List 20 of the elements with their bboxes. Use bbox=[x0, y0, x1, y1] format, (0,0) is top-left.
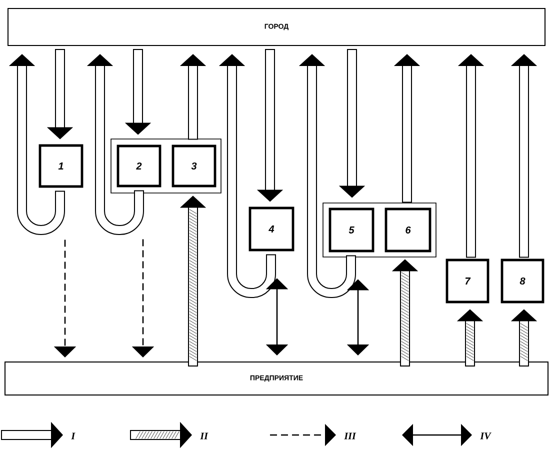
numbered-box: 4 bbox=[248, 206, 294, 252]
hollow-arrow bbox=[8, 54, 65, 235]
hollow-arrow bbox=[218, 54, 276, 298]
group-frame bbox=[110, 138, 222, 194]
legend-label: III bbox=[344, 432, 356, 440]
numbered-box: 7 bbox=[446, 258, 490, 304]
legend-label: I bbox=[71, 432, 76, 440]
hollow-arrow bbox=[86, 54, 144, 235]
double-arrow bbox=[266, 278, 288, 356]
hollow-arrow bbox=[298, 54, 356, 298]
numbered-box: 6 bbox=[384, 208, 432, 252]
double-arrow bbox=[346, 279, 370, 356]
numbered-box: 1 bbox=[38, 144, 84, 188]
numbered-box: 3 bbox=[172, 144, 216, 188]
numbered-box: 8 bbox=[500, 258, 544, 304]
legend-label: II bbox=[200, 432, 208, 440]
group-frame bbox=[322, 202, 436, 258]
legend-label: IV bbox=[480, 432, 492, 440]
numbered-box: 5 bbox=[328, 208, 374, 252]
numbered-box: 2 bbox=[116, 144, 162, 188]
